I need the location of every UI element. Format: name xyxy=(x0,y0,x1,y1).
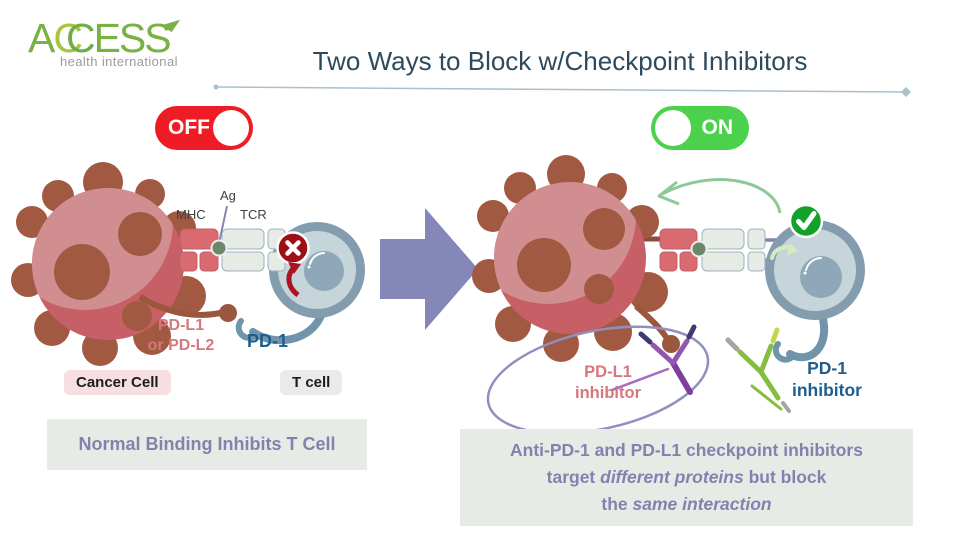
pdl1-inhibitor-label: PD-L1 inhibitor xyxy=(556,362,660,403)
pd1-receptor-left xyxy=(235,309,326,345)
right-caption: Anti-PD-1 and PD-L1 checkpoint inhibitor… xyxy=(460,429,913,526)
ag-pointer-line xyxy=(218,205,228,244)
pd1-inhibitor-label: PD-1 inhibitor xyxy=(775,358,879,402)
cancer-cell-chip: Cancer Cell xyxy=(64,370,171,395)
activation-arrow-icon xyxy=(770,243,798,260)
pdl1-ligand-stalk xyxy=(138,294,221,318)
off-toggle[interactable]: OFF xyxy=(155,106,253,150)
right-diagram xyxy=(472,155,865,435)
mhc-tcr-complex-left xyxy=(179,205,286,272)
pdl1-ligand-line1: PD-L1 xyxy=(157,317,205,334)
pdl1-ligand-label: PD-L1 or PD-L2 xyxy=(137,316,225,356)
left-caption-text: Normal Binding Inhibits T Cell xyxy=(78,434,336,454)
pdl1-ligand-line2: or PD-L2 xyxy=(147,337,215,354)
right-caption-line1: Anti-PD-1 and PD-L1 checkpoint inhibitor… xyxy=(510,439,863,460)
off-toggle-knob xyxy=(213,110,249,146)
tcr-label: TCR xyxy=(240,207,267,222)
blocked-icon xyxy=(276,231,310,265)
right-caption-line2: target different proteins but block xyxy=(546,466,827,487)
release-arrow-icon xyxy=(657,178,782,214)
inhibit-arrow-icon xyxy=(286,262,301,298)
pd1-inhibitor-line1: PD-1 xyxy=(807,358,847,378)
pd1-receptor-label: PD-1 xyxy=(247,331,289,351)
pdl1-inhibitor-line1: PD-L1 xyxy=(584,363,632,381)
logo-wordmark: ACCESS xyxy=(28,12,180,59)
page-title: Two Ways to Block w/Checkpoint Inhibitor… xyxy=(312,46,808,76)
pdl1-ligand-tip xyxy=(219,304,237,322)
pdl1-ligand-tip-right xyxy=(662,335,680,353)
access-logo: ACCESS health international xyxy=(28,12,180,69)
pdl1-inhibitor-antibody xyxy=(610,324,697,395)
pdl1-ligand-stalk-right xyxy=(634,303,669,339)
mhc-label: MHC xyxy=(176,207,206,222)
logo-subtitle: health international xyxy=(60,54,178,69)
antigen-dot xyxy=(210,239,228,257)
pdl1-inhibitor-ellipse xyxy=(486,325,710,435)
left-caption: Normal Binding Inhibits T Cell xyxy=(47,419,367,470)
ag-label: Ag xyxy=(220,188,236,203)
left-diagram xyxy=(11,162,365,366)
check-icon xyxy=(788,203,824,239)
on-toggle-label: ON xyxy=(701,116,734,139)
transition-arrow xyxy=(380,208,478,330)
mhc-tcr-complex-right xyxy=(659,228,766,272)
right-caption-line3: the same interaction xyxy=(601,494,772,515)
pd1-inhibitor-antibody xyxy=(725,327,791,413)
pd1-inhibitor-line2: inhibitor xyxy=(792,379,862,400)
pdl1-inhibitor-line2: inhibitor xyxy=(575,383,641,402)
title-divider xyxy=(213,84,911,97)
on-toggle-knob xyxy=(655,110,691,146)
off-toggle-label: OFF xyxy=(168,116,210,139)
antigen-dot-right xyxy=(690,240,708,258)
on-toggle[interactable]: ON xyxy=(651,106,749,150)
pd1-receptor-right xyxy=(772,311,829,363)
t-cell-chip: T cell xyxy=(280,370,343,395)
cancer-cell-right xyxy=(472,155,668,362)
